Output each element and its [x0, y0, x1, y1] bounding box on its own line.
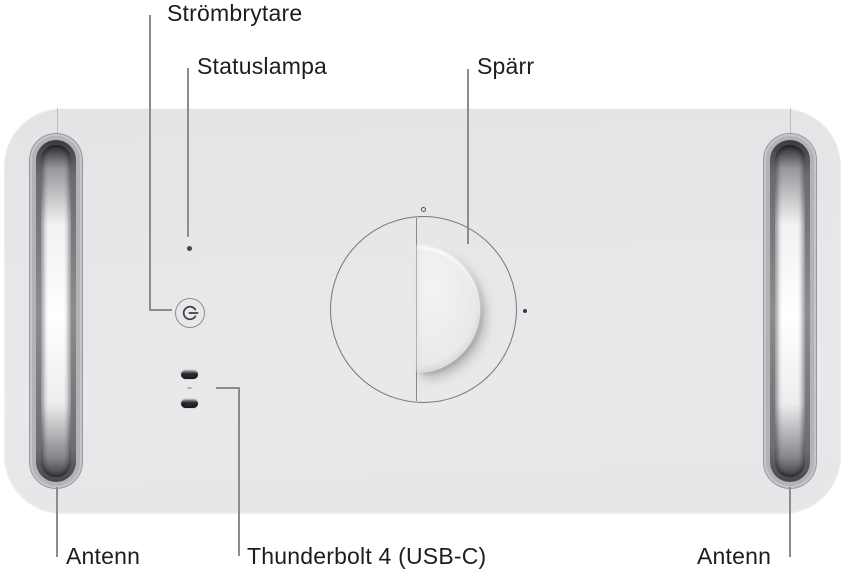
power-button: [175, 298, 205, 328]
status-light-led: [187, 246, 192, 251]
label-thunderbolt-ports: Thunderbolt 4 (USB-C): [247, 543, 487, 569]
antenna-right-core: [775, 145, 805, 477]
thunderbolt-port-1: [181, 370, 198, 379]
label-antenna-left: Antenn: [66, 543, 141, 569]
thunderbolt-port-2: [181, 399, 198, 408]
label-power-button: Strömbrytare: [167, 0, 303, 26]
callout-line-thunderbolt-horizontal: [216, 387, 240, 389]
callout-line-power-vertical: [149, 15, 151, 311]
callout-line-thunderbolt-vertical: [238, 387, 240, 556]
antenna-left-core: [41, 145, 71, 477]
callout-line-antenna-left: [56, 487, 58, 557]
callout-line-antenna-right: [789, 487, 791, 557]
body-seam-right: [790, 108, 791, 136]
power-icon: [182, 305, 199, 321]
latch-unlock-marker-icon: [421, 207, 426, 212]
callout-line-status: [187, 68, 189, 237]
callout-line-latch: [467, 69, 469, 244]
latch-lock-marker-icon: [523, 309, 527, 313]
label-latch: Spärr: [477, 53, 535, 79]
latch-dial: [330, 216, 517, 403]
antenna-left: [30, 134, 82, 488]
thunderbolt-icon: [187, 386, 192, 390]
latch-divider-line: [416, 218, 417, 401]
label-status-light: Statuslampa: [197, 53, 328, 79]
callout-line-power-horizontal: [149, 309, 172, 311]
body-seam-left: [57, 108, 58, 135]
label-antenna-right: Antenn: [697, 543, 772, 569]
antenna-right: [764, 134, 816, 488]
